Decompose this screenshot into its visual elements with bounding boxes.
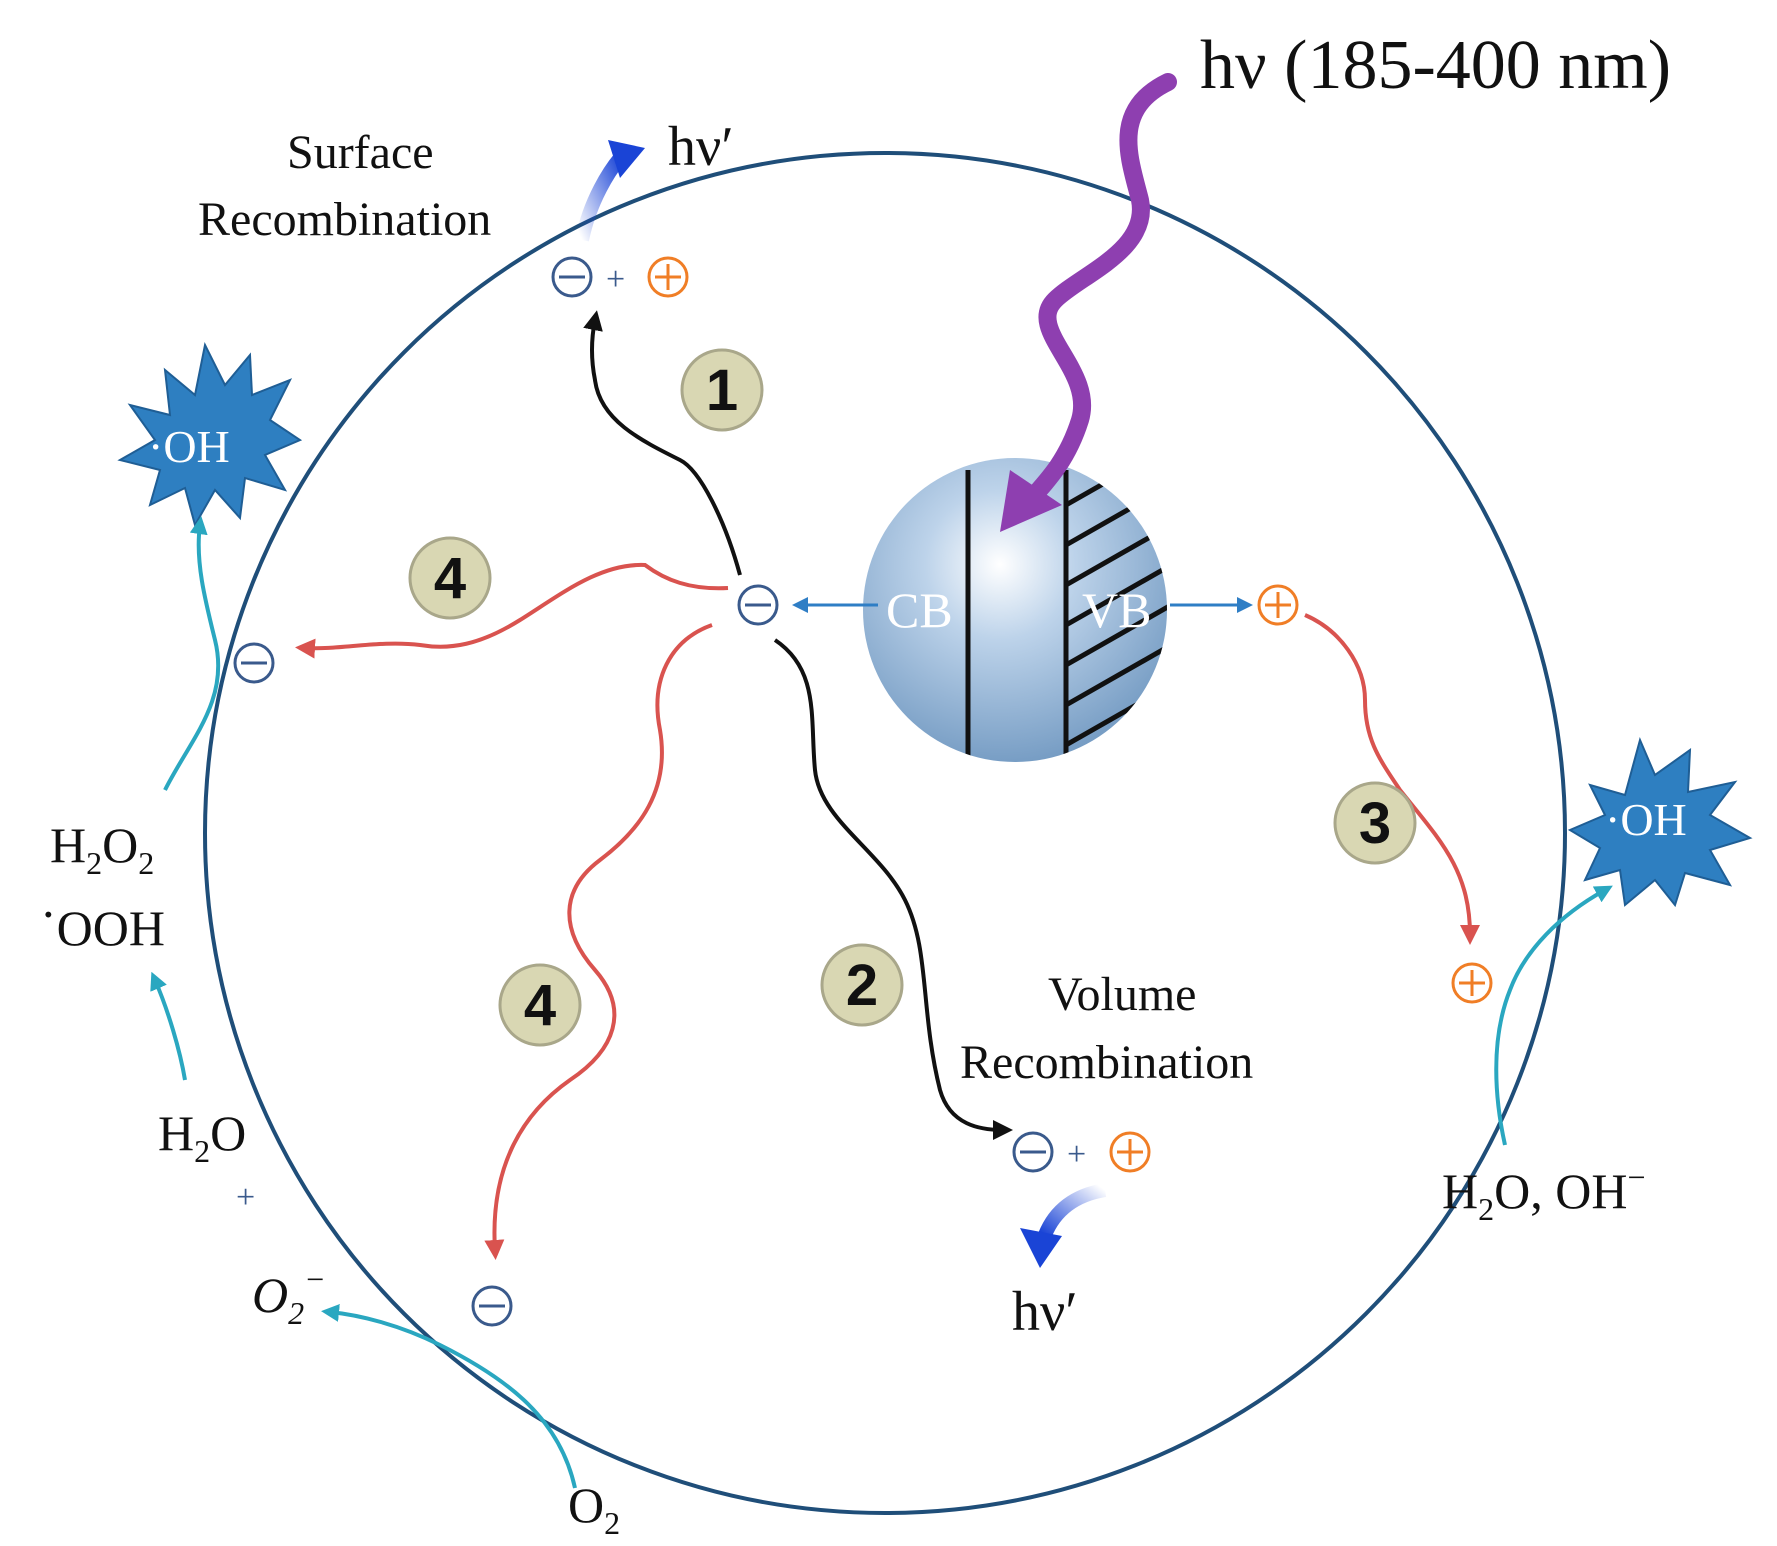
superoxide-formula: O2− (252, 1261, 326, 1331)
h2o-h: H (158, 1105, 194, 1161)
central-electron (737, 584, 779, 626)
right-oh-label: ·OH (1605, 794, 1687, 845)
surface-recombination-line2: Recombination (198, 193, 491, 246)
superoxide-o: O (252, 1267, 288, 1323)
h2o-formula: H2O (158, 1105, 246, 1169)
surface-electron (551, 256, 593, 298)
h2o-label: H2O (158, 1105, 246, 1169)
h2o-sub: 2 (194, 1133, 210, 1169)
path-4a-electron-migration (295, 562, 729, 659)
volume-recombination-line1: Volume (1048, 968, 1196, 1021)
central-hole (1257, 584, 1299, 626)
step-3-number: 3 (1359, 791, 1391, 856)
step-4b-number: 4 (524, 973, 556, 1038)
surface-emission-arrowhead (608, 140, 645, 178)
h2o2-formula: H2O2 (50, 817, 154, 881)
o2-o: O (568, 1477, 604, 1533)
volume-plus: + (1067, 1136, 1086, 1173)
surface-emission-label: hν′ (668, 116, 734, 178)
conduction-band-label: CB (886, 582, 953, 638)
h2o-o: O (210, 1105, 246, 1161)
volume-pair: + (1012, 1131, 1151, 1173)
left-plus: + (236, 1179, 255, 1216)
volume-emission-arrow (1038, 1183, 1107, 1238)
o2-formula: O2 (568, 1477, 620, 1541)
volume-emission-arrowhead (1020, 1228, 1062, 1268)
left-surface-electron (233, 642, 275, 684)
step-4a-number: 4 (434, 546, 466, 611)
light-label: hν (185-400 nm) (1200, 27, 1671, 104)
step-3-badge: 3 (1333, 781, 1417, 865)
teal-o2-to-superoxide (321, 1303, 577, 1489)
o2-sub: 2 (604, 1505, 620, 1541)
teal-h2o-to-ooh (150, 971, 187, 1081)
h2o2-sub2: 2 (138, 845, 154, 881)
ooh-formula: ·OOH (40, 886, 165, 956)
h2o2-o: O (102, 817, 138, 873)
water-hydroxide-formula: H2O, OH− (1442, 1159, 1645, 1227)
volume-recombination-line2: Recombination (960, 1036, 1253, 1089)
superoxide-label: O2− (252, 1261, 326, 1331)
superoxide-sup: − (304, 1261, 326, 1297)
bottom-surface-electron (471, 1285, 513, 1327)
surface-hole (647, 256, 689, 298)
surface-recombination-line1: Surface (287, 126, 434, 179)
step-1-number: 1 (706, 358, 738, 423)
teal-water-to-oh-right (1494, 885, 1613, 1146)
teal-h2o2-to-oh-left (163, 516, 221, 791)
volume-hole (1109, 1131, 1151, 1173)
water-h: H (1442, 1163, 1478, 1219)
right-hydroxyl-radical: ·OH (1567, 736, 1753, 908)
h2o2-label: H2O2 (50, 817, 154, 881)
right-oh-starburst (1567, 736, 1753, 908)
ooh-text: OOH (57, 900, 165, 956)
particle-boundary (203, 151, 1567, 1515)
incident-light-wave (1021, 73, 1177, 509)
valence-band-label: VB (1082, 582, 1151, 638)
left-hydroxyl-radical: ·OH (117, 341, 303, 528)
left-oh-starburst (117, 341, 303, 528)
step-4b-badge: 4 (498, 963, 582, 1047)
path-4b-electron-migration (484, 623, 713, 1260)
step-2-badge: 2 (820, 943, 904, 1027)
surface-pair: + (551, 256, 689, 298)
surface-plus: + (606, 261, 625, 298)
surface-emission-arrow (575, 153, 626, 242)
path-2-volume-recombination (773, 638, 1013, 1140)
o2-label: O2 (568, 1477, 620, 1541)
water-sub: 2 (1478, 1191, 1494, 1227)
water-tail: O, OH (1494, 1163, 1627, 1219)
h2o2-h: H (50, 817, 86, 873)
volume-electron (1012, 1131, 1054, 1173)
hydroxide-sup: − (1627, 1159, 1645, 1195)
incident-light-arrowhead (1000, 470, 1062, 532)
right-surface-hole (1451, 962, 1493, 1004)
path-1-surface-recombination (583, 310, 742, 576)
water-hydroxide-label: H2O, OH− (1442, 1159, 1645, 1227)
step-2-number: 2 (846, 953, 878, 1018)
step-4a-badge: 4 (408, 536, 492, 620)
ooh-label: ·OOH (40, 886, 165, 956)
step-1-badge: 1 (680, 348, 764, 432)
band-sphere: CB VB (863, 458, 1167, 762)
left-oh-label: ·OH (148, 421, 230, 472)
h2o2-sub1: 2 (86, 845, 102, 881)
ooh-dot: · (40, 886, 57, 942)
superoxide-sub: 2 (288, 1295, 304, 1331)
path-3-hole-migration (1304, 613, 1480, 945)
volume-emission-label: hν′ (1012, 1281, 1078, 1343)
